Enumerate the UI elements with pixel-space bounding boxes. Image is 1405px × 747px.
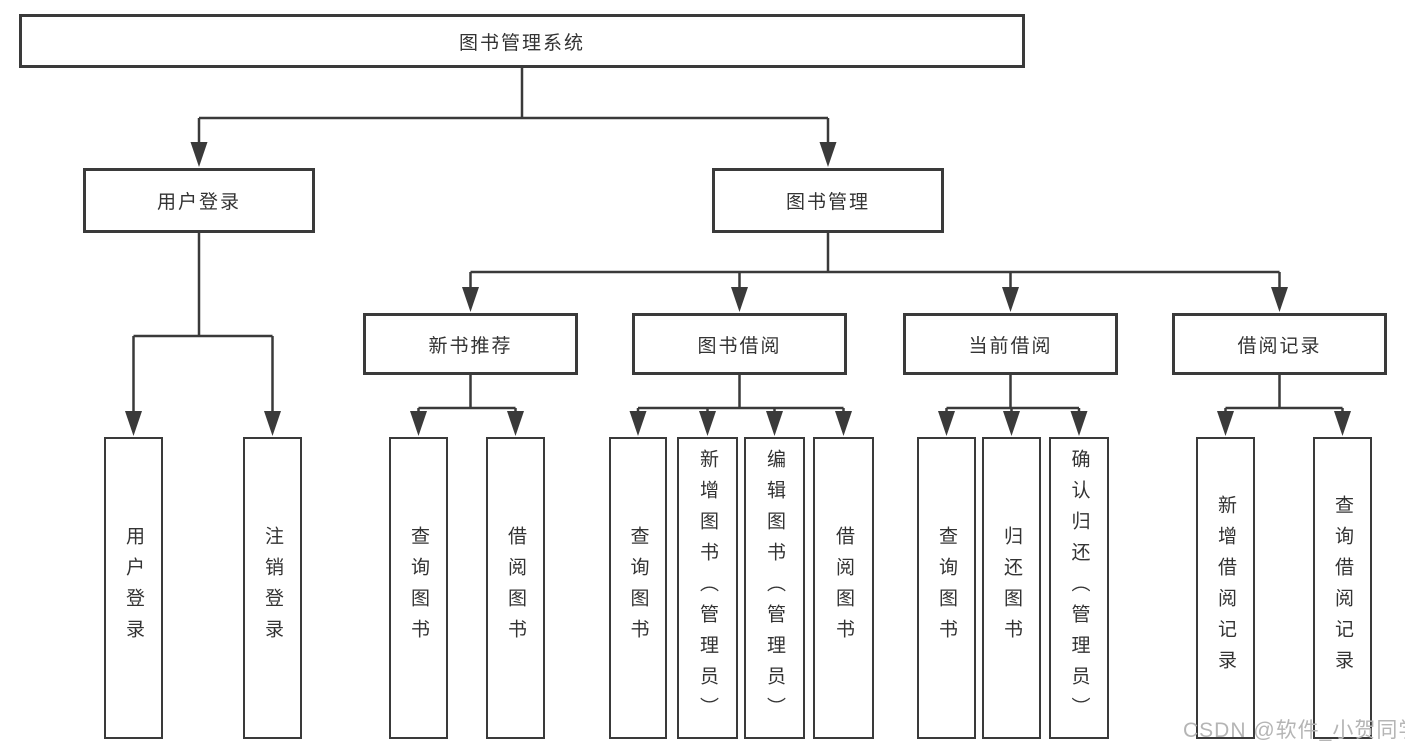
- arrowhead-icon: [410, 411, 427, 436]
- leaf-label: 编辑图书（管理员）: [764, 448, 785, 728]
- arrowhead-icon: [819, 142, 837, 167]
- connector-user-login-to-leaves: [125, 233, 281, 436]
- leaf-label: 查询图书: [936, 526, 957, 650]
- connector-new-book-recommendation-to-leaves: [410, 375, 524, 436]
- leaf-return-books: 归还图书: [982, 437, 1041, 739]
- leaf-label: 归还图书: [1001, 526, 1022, 650]
- arrowhead-icon: [190, 142, 208, 167]
- arrowhead-icon: [125, 411, 142, 436]
- arrowhead-icon: [699, 411, 716, 436]
- leaf-edit-book-admin: 编辑图书（管理员）: [744, 437, 805, 739]
- leaf-add-borrow-record: 新增借阅记录: [1196, 437, 1255, 739]
- arrowhead-icon: [1217, 411, 1234, 436]
- leaf-add-book-admin: 新增图书（管理员）: [677, 437, 738, 739]
- arrowhead-icon: [507, 411, 524, 436]
- connector-current-borrowing-to-leaves: [938, 375, 1088, 436]
- arrowhead-icon: [938, 411, 955, 436]
- node-book-borrowing: 图书借阅: [632, 313, 847, 375]
- node-book-management: 图书管理: [712, 168, 944, 233]
- leaf-label: 借阅图书: [833, 526, 854, 650]
- arrowhead-icon: [1002, 287, 1019, 312]
- node-library-management-system: 图书管理系统: [19, 14, 1025, 68]
- connector-book-borrowing-to-leaves: [629, 375, 852, 436]
- leaf-label: 借阅图书: [505, 526, 526, 650]
- leaf-query-books-current: 查询图书: [917, 437, 976, 739]
- leaf-query-books-borrowing: 查询图书: [609, 437, 667, 739]
- leaf-label: 用户登录: [123, 526, 144, 650]
- leaf-user-login: 用户登录: [104, 437, 163, 739]
- leaf-borrow-books-borrowing: 借阅图书: [813, 437, 874, 739]
- arrowhead-icon: [1070, 411, 1088, 436]
- leaf-label: 查询图书: [627, 526, 649, 650]
- arrowhead-icon: [629, 411, 647, 436]
- leaf-confirm-return-admin: 确认归还（管理员）: [1049, 437, 1109, 739]
- leaf-label: 新增借阅记录: [1215, 495, 1236, 681]
- arrowhead-icon: [1334, 411, 1351, 436]
- arrowhead-icon: [1003, 411, 1020, 436]
- leaf-label: 新增图书（管理员）: [697, 448, 718, 728]
- arrowhead-icon: [731, 287, 748, 312]
- leaf-label: 确认归还（管理员）: [1068, 448, 1090, 728]
- node-borrowing-records: 借阅记录: [1172, 313, 1387, 375]
- connector-book-management-to-level3: [462, 233, 1288, 312]
- arrowhead-icon: [1271, 287, 1288, 312]
- leaf-query-books-recommend: 查询图书: [389, 437, 448, 739]
- csdn-watermark: CSDN @软件_小贺同学: [1183, 719, 1405, 742]
- connector-root-to-level2: [190, 68, 837, 167]
- arrowhead-icon: [766, 411, 783, 436]
- leaf-label: 查询借阅记录: [1332, 495, 1353, 681]
- leaf-label: 注销登录: [262, 526, 283, 650]
- connector-borrowing-records-to-leaves: [1217, 375, 1351, 436]
- leaf-borrow-books-recommend: 借阅图书: [486, 437, 545, 739]
- leaf-query-borrow-record: 查询借阅记录: [1313, 437, 1372, 739]
- arrowhead-icon: [835, 411, 852, 436]
- arrowhead-icon: [462, 287, 479, 312]
- node-new-book-recommendation: 新书推荐: [363, 313, 578, 375]
- arrowhead-icon: [264, 411, 281, 436]
- node-current-borrowing: 当前借阅: [903, 313, 1118, 375]
- leaf-logout: 注销登录: [243, 437, 302, 739]
- leaf-label: 查询图书: [408, 526, 429, 650]
- node-user-login: 用户登录: [83, 168, 315, 233]
